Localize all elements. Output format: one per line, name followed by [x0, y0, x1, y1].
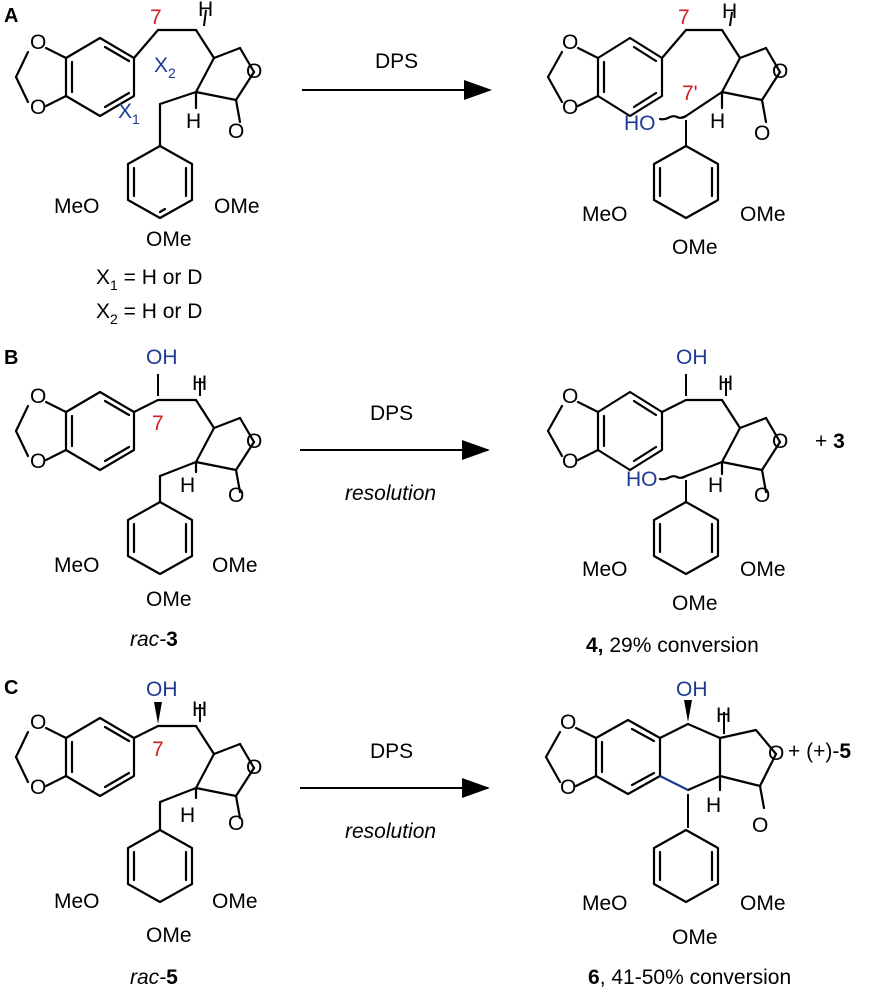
b-prod-h-top: H: [718, 372, 733, 395]
a-prod-ome-right: OMe: [740, 203, 786, 226]
c-ring-o-bottom: O: [30, 776, 46, 799]
c-prod-ring-o-bottom: O: [560, 776, 576, 799]
a-ring-o-top: O: [30, 31, 46, 54]
panel-b-product: O O OH H O O H HO MeO OMe OMe: [546, 346, 788, 615]
b-ome-right: OMe: [212, 554, 258, 577]
a-h-bottom: H: [186, 110, 201, 133]
b-prod-ring-o-top: O: [562, 385, 578, 408]
a-prod-h-bottom: H: [710, 110, 725, 133]
b-ome-left: MeO: [54, 554, 100, 577]
c-ring-o-top: O: [30, 711, 46, 734]
c-prod-ring-o-top: O: [560, 711, 576, 734]
b-prod-ome-left: MeO: [582, 558, 628, 581]
a-x2-label: X2: [154, 54, 176, 81]
b-h-top: H: [192, 372, 207, 395]
b-prod-ho: HO: [626, 468, 658, 491]
a-legend-x2: X2 = H or D: [96, 300, 202, 327]
b-sub-reagent: resolution: [345, 482, 436, 505]
c-plus-label: + (+)-5: [788, 740, 851, 763]
c-oh: OH: [146, 678, 178, 701]
c-carbonyl-o: O: [228, 812, 244, 835]
a-ome-left: MeO: [54, 195, 100, 218]
c-lactone-o: O: [246, 756, 262, 779]
c-prod-new-bond: [659, 775, 689, 791]
a-position-7-label: 7: [150, 6, 162, 29]
a-ome-bottom: OMe: [146, 228, 192, 251]
panel-b-starting-material: O O OH 7 H O O H MeO OMe OMe: [14, 346, 262, 611]
a-prod-carbonyl-o: O: [754, 122, 770, 145]
a-ring-o-bottom: O: [30, 96, 46, 119]
c-prod-h-bottom: H: [706, 794, 721, 817]
b-start-label: rac-3: [130, 628, 178, 651]
c-product-label: 6, 41-50% conversion: [588, 966, 791, 989]
a-prod-ring-o-bottom: O: [562, 96, 578, 119]
a-prod-ring-o-top: O: [562, 31, 578, 54]
c-prod-ome-bottom: OMe: [672, 926, 718, 949]
a-prod-ome-bottom: OMe: [672, 236, 718, 259]
panel-letter-b: B: [4, 347, 18, 369]
a-prod-h-top: H: [722, 0, 737, 23]
b-prod-lactone-o: O: [772, 430, 788, 453]
panel-c-starting-material: O O OH 7 H O O H MeO OMe OMe: [14, 678, 262, 947]
panel-c-product: O O OH H O O H MeO OMe OMe: [544, 678, 786, 949]
c-ome-left: MeO: [54, 890, 100, 913]
a-carbonyl-o: O: [228, 120, 244, 143]
b-reagent: DPS: [370, 402, 413, 425]
c-start-label: rac-5: [130, 966, 178, 989]
c-prod-carbonyl-o: O: [752, 814, 768, 837]
b-ring-o-top: O: [30, 385, 46, 408]
c-h-bottom: H: [180, 804, 195, 827]
a-prod-ome-left: MeO: [582, 203, 628, 226]
b-prod-carbonyl-o: O: [754, 484, 770, 507]
panel-letter-c: C: [4, 677, 18, 699]
c-prod-ome-right: OMe: [740, 892, 786, 915]
b-prod-ome-bottom: OMe: [672, 592, 718, 615]
a-legend-x1: X1 = H or D: [96, 266, 202, 293]
b-prod-ring-o-bottom: O: [562, 450, 578, 473]
c-wedge-bond: [154, 702, 162, 724]
b-oh: OH: [146, 346, 178, 369]
c-reagent: DPS: [370, 740, 413, 763]
c-prod-oh: OH: [676, 678, 708, 701]
a-prod-position-7prime: 7': [682, 82, 698, 105]
panel-letter-a: A: [4, 5, 18, 27]
b-prod-oh: OH: [676, 346, 708, 369]
panel-a-starting-material: O O 7 H O O H X2 X1 MeO OMe OMe: [14, 0, 262, 251]
b-ring-o-bottom: O: [30, 450, 46, 473]
b-h-bottom: H: [180, 474, 195, 497]
c-h-top: H: [192, 698, 207, 721]
b-product-label: 4, 29% conversion: [586, 634, 759, 657]
b-lactone-o: O: [246, 430, 262, 453]
panel-a-product: O O 7 H O O H 7' HO MeO OMe OMe: [546, 0, 788, 259]
b-plus-label: + 3: [815, 430, 845, 453]
c-ome-bottom: OMe: [146, 924, 192, 947]
a-ome-right: OMe: [214, 195, 260, 218]
b-prod-h-bottom: H: [708, 474, 723, 497]
a-reagent: DPS: [375, 50, 418, 73]
a-lactone-o: O: [246, 60, 262, 83]
a-prod-ho: HO: [624, 112, 656, 135]
a-prod-lactone-o: O: [772, 60, 788, 83]
c-position-7: 7: [152, 738, 164, 761]
a-prod-position-7: 7: [678, 6, 690, 29]
c-sub-reagent: resolution: [345, 820, 436, 843]
c-prod-h-top: H: [716, 704, 731, 727]
c-prod-lactone-o: O: [768, 742, 784, 765]
c-prod-ome-left: MeO: [582, 892, 628, 915]
c-ome-right: OMe: [212, 890, 258, 913]
b-position-7: 7: [152, 412, 164, 435]
b-carbonyl-o: O: [228, 484, 244, 507]
b-ome-bottom: OMe: [146, 588, 192, 611]
a-x1-label: X1: [118, 100, 140, 127]
a-h-top: H: [198, 0, 213, 21]
b-prod-ome-right: OMe: [740, 558, 786, 581]
